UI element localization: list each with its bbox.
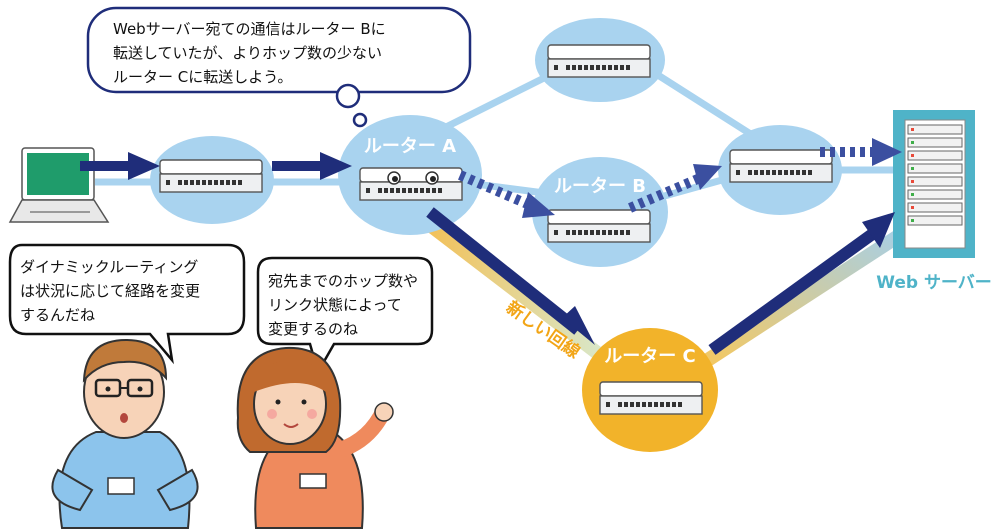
new-line-link-cs [696,229,904,371]
woman-speech-line-1: 宛先までのホップ数や [268,272,418,290]
svg-text:ダイナミックルーティング は状況に応じて経路を変: ダイナミックルーティング は状況に応じて経路を変更 するんだね [20,258,205,324]
router-c-label: ルーター C [604,346,695,367]
web-server-label: Web サーバー [876,273,992,293]
router-a-label: ルーター A [364,136,456,157]
top-speech-line-3: ルーター Cに転送しよう。 [113,68,292,86]
top-speech-bubble: Webサーバー宛ての通信はルーター Bに 転送していたが、よりホップ数の少ない … [86,6,472,128]
man-speech-bubble: ダイナミックルーティング は状況に応じて経路を変更 するんだね [8,243,246,365]
man-speech-line-3: するんだね [20,306,95,324]
svg-text:Webサーバー宛ての通信はルーター Bに 転送し: Webサーバー宛ての通信はルーター Bに 転送していたが、よりホップ数の少ない … [113,20,390,86]
svg-text:宛先までのホップ数や リンク状態によって: 宛先までのホップ数や リンク状態によって 変更するのね [268,272,423,338]
man-speech-line-2: は状況に応じて経路を変更 [20,282,200,300]
man-speech-line-1: ダイナミックルーティング [20,258,198,276]
woman-speech-line-3: 変更するのね [268,320,358,338]
top-speech-line-2: 転送していたが、よりホップ数の少ない [113,44,382,62]
new-line-link-ac [425,219,605,361]
woman-illustration [236,346,394,529]
woman-speech-line-2: リンク状態によって [268,296,402,314]
man-illustration [51,338,199,529]
laptop-icon [8,147,110,223]
flow-arrows [80,152,895,355]
woman-speech-bubble: 宛先までのホップ数や リンク状態によって 変更するのね [256,256,434,376]
old-route-arrows [458,138,902,218]
router-b-label: ルーター B [554,176,646,197]
web-server-icon [893,110,975,258]
top-speech-line-1: Webサーバー宛ての通信はルーター Bに [113,20,386,38]
